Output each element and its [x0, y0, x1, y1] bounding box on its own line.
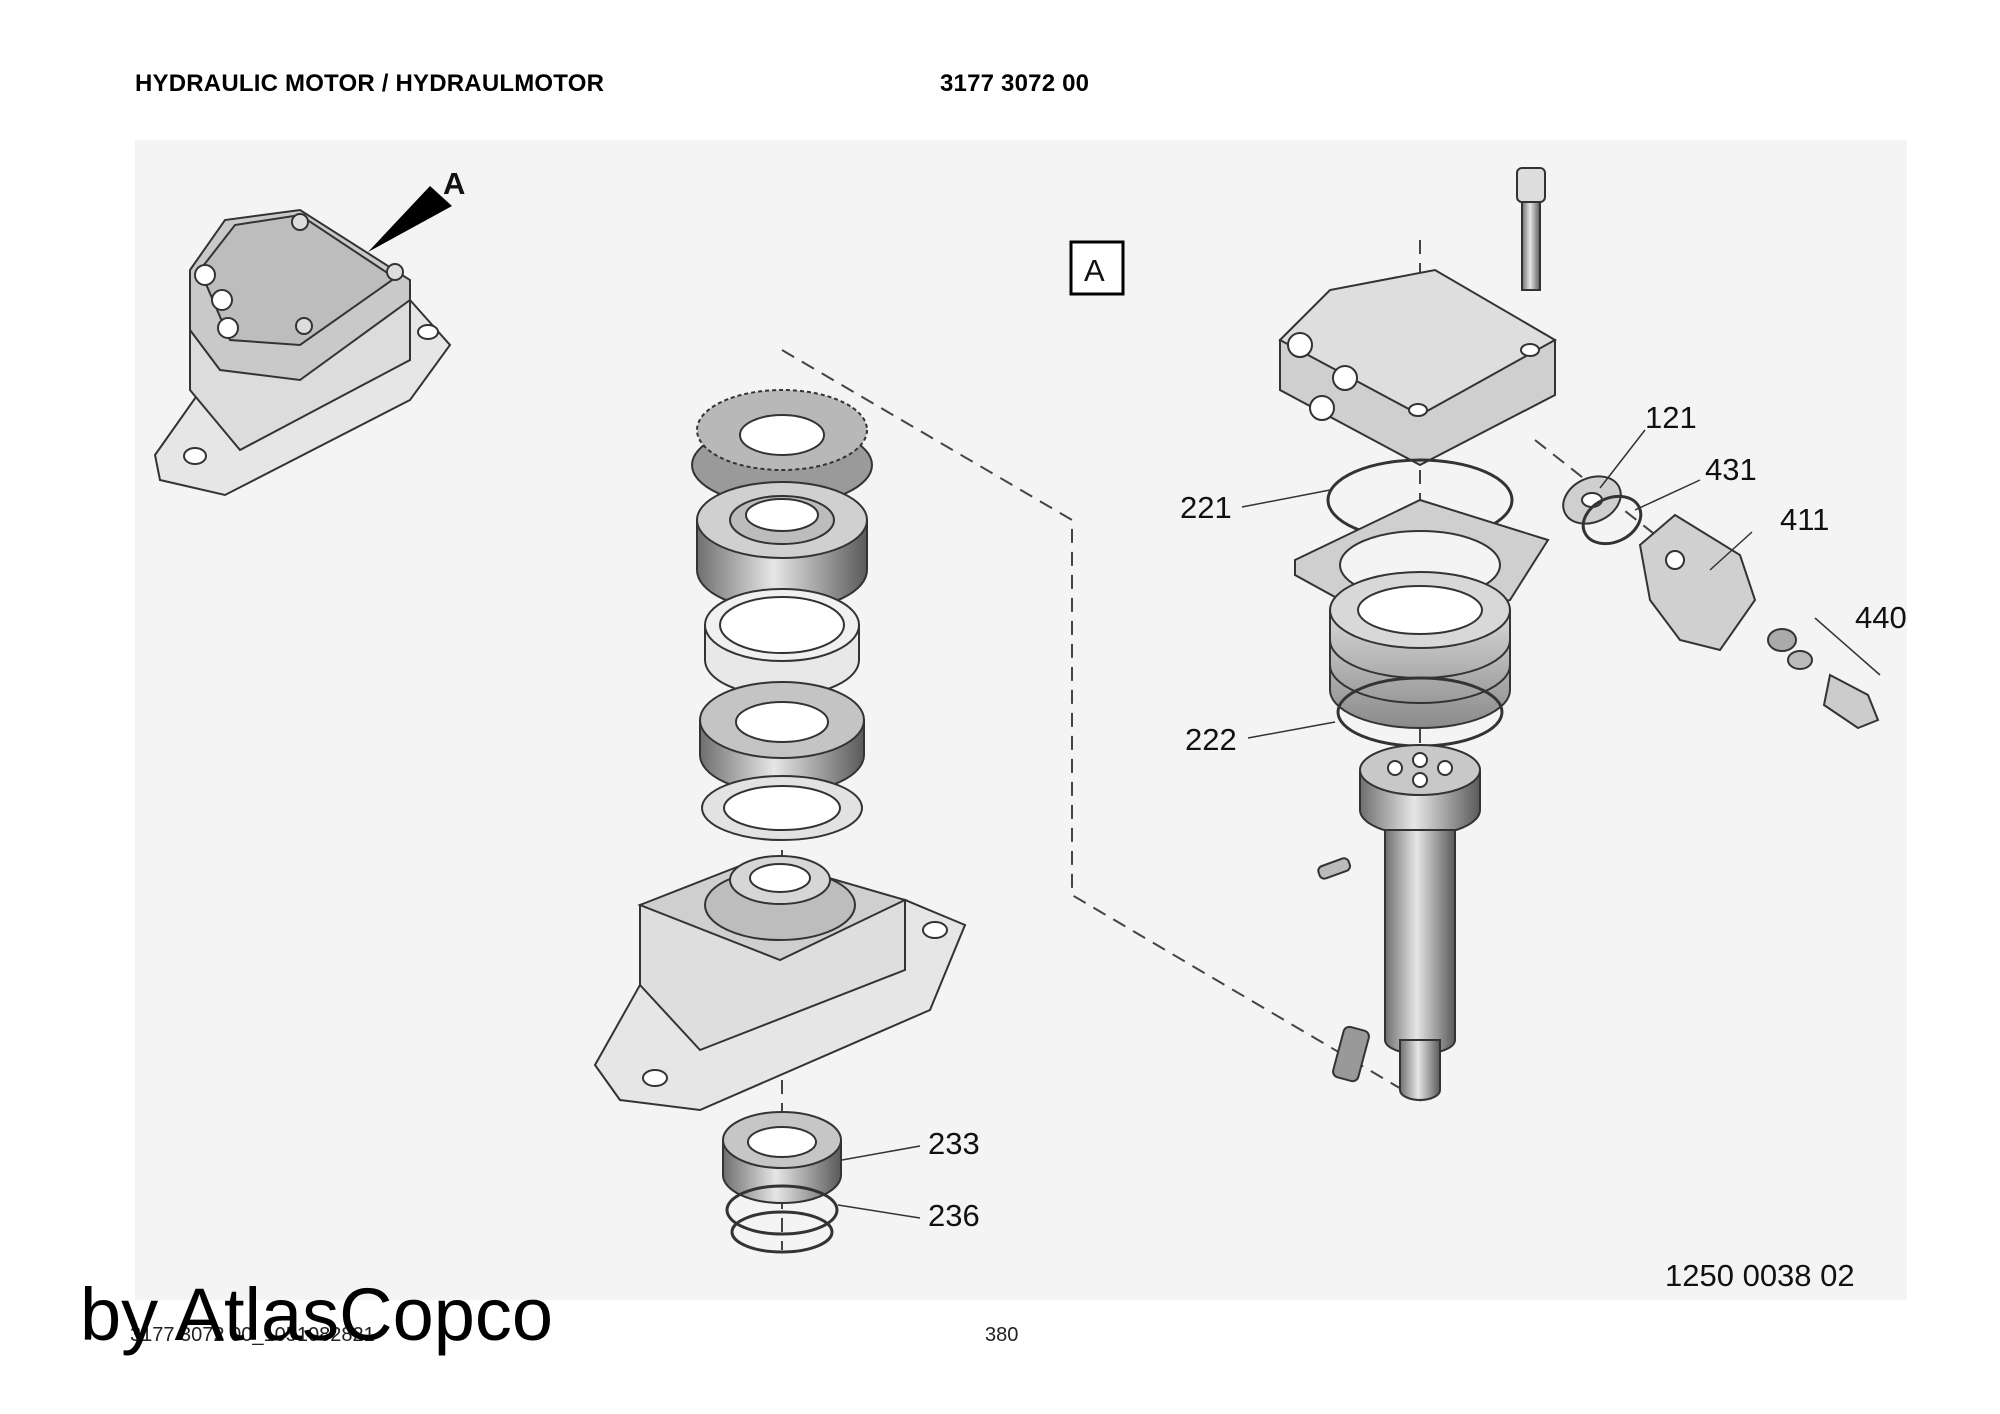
overview-assembly: [153, 208, 452, 497]
watermark-text: by AtlasCopco: [80, 1273, 554, 1356]
valve-housing: [1278, 268, 1558, 467]
callout-233: 233: [928, 1126, 980, 1161]
shaft-key: [1332, 1025, 1370, 1083]
drawing-number: 1250 0038 02: [1665, 1258, 1855, 1293]
valve-parts-121-431-411-440: [1562, 475, 1880, 730]
part-number: 3177 3072 00: [940, 70, 1090, 97]
detail-label: A: [443, 166, 465, 201]
callout-411: 411: [1780, 502, 1829, 537]
gear-housing: [593, 855, 967, 1112]
circlip-236: [725, 1184, 839, 1254]
cap-screw: [1516, 167, 1546, 291]
tapered-roller-bearing-upper: [696, 481, 868, 611]
valve-sleeve-222: [1329, 571, 1511, 748]
bevel-gear: [691, 389, 873, 506]
spacer-ring: [704, 588, 860, 697]
bearing-233: [722, 1111, 842, 1204]
callout-121: 121: [1645, 400, 1697, 435]
view-marker-box: [1069, 240, 1125, 296]
lock-washer: [701, 775, 863, 841]
detail-arrow: [368, 186, 452, 252]
file-reference: 3177 3072 00_1051082821: [130, 1324, 375, 1346]
view-marker: A: [1084, 253, 1105, 288]
pin: [1317, 857, 1352, 880]
tapered-roller-bearing-lower: [699, 681, 865, 794]
rotor-shaft: [1359, 744, 1481, 1101]
page-title: HYDRAULIC MOTOR / HYDRAULMOTOR: [135, 70, 605, 97]
callout-440: 440: [1855, 600, 1907, 635]
leader-lines: [837, 429, 1881, 1219]
callout-221: 221: [1180, 490, 1232, 525]
page-number: 380: [985, 1324, 1019, 1346]
callout-222: 222: [1185, 722, 1237, 757]
callout-236: 236: [928, 1198, 980, 1233]
callout-431: 431: [1705, 452, 1757, 487]
